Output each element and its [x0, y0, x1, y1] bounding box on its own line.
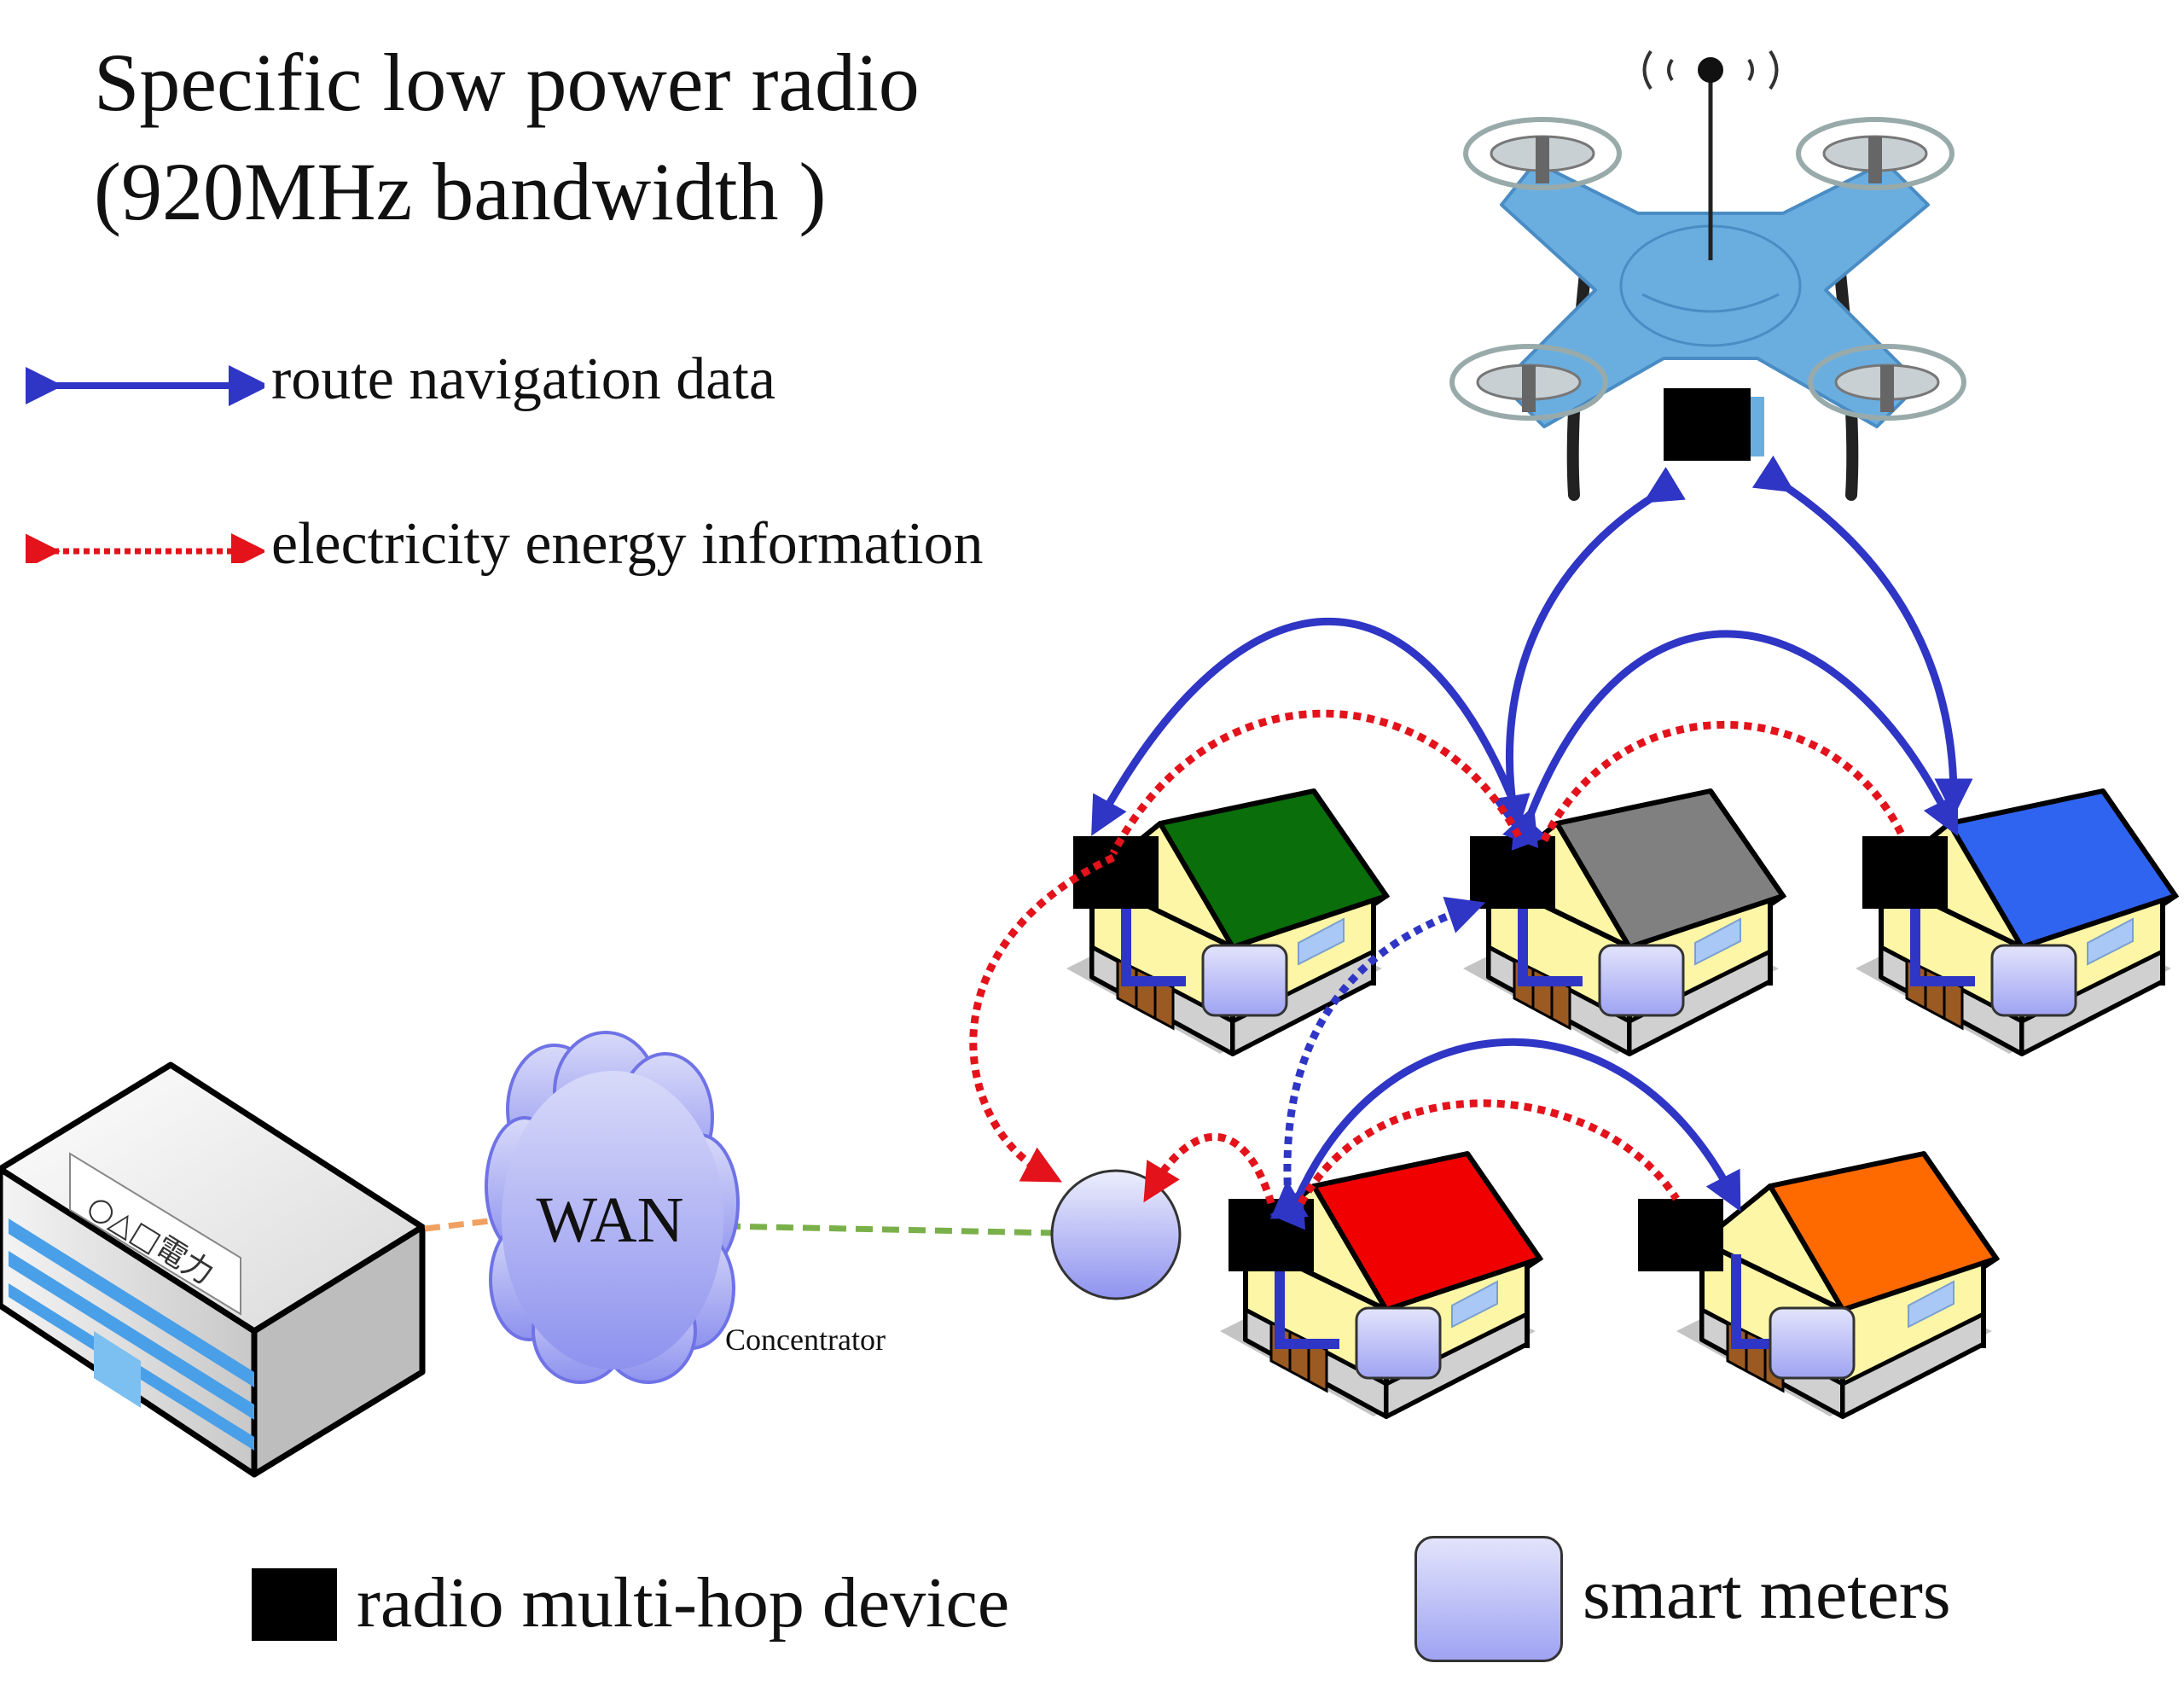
concentrator-node — [1050, 1169, 1182, 1300]
drone-radio-device — [1664, 388, 1751, 461]
legend-arrows — [26, 365, 264, 563]
smart-meter — [1598, 944, 1685, 1017]
energy-information-arrows — [969, 709, 1907, 1206]
company-wan-link — [424, 1217, 497, 1232]
smart-meter — [1355, 1306, 1442, 1380]
legend-energy-label: electricity energy information — [271, 511, 984, 577]
legend-meter-label: smart meters — [1583, 1555, 1951, 1634]
radio-multihop-device — [1862, 836, 1948, 909]
wan-cloud — [485, 1031, 740, 1384]
radio-multihop-device — [1470, 836, 1555, 909]
building-sign — [69, 1152, 241, 1316]
diagram-title-line2: (920MHz bandwidth ) — [94, 146, 827, 237]
power-company-building — [0, 1061, 426, 1478]
radio-multihop-device — [1228, 1199, 1314, 1271]
concentrator-label: Concentrator — [725, 1323, 886, 1357]
legend-device-label: radio multi-hop device — [357, 1563, 1010, 1643]
wan-concentrator-link — [723, 1223, 1055, 1236]
house-orange — [1676, 1151, 2001, 1416]
legend-meter-swatch — [1414, 1536, 1563, 1662]
legend-device-swatch — [252, 1568, 337, 1641]
route-navigation-arrows — [1091, 455, 1973, 1230]
smart-meter — [1769, 1306, 1856, 1380]
diagram-title-line1: Specific low power radio — [94, 37, 920, 128]
legend-route-label: route navigation data — [271, 346, 775, 412]
smart-meter — [1201, 944, 1288, 1017]
wan-label: WAN — [536, 1184, 683, 1256]
drone — [1449, 49, 1966, 501]
route-navigation-dotted — [1269, 897, 1486, 1219]
house-blue — [1856, 788, 2180, 1054]
radio-multihop-device — [1638, 1199, 1723, 1271]
smart-meter — [1990, 944, 2077, 1017]
